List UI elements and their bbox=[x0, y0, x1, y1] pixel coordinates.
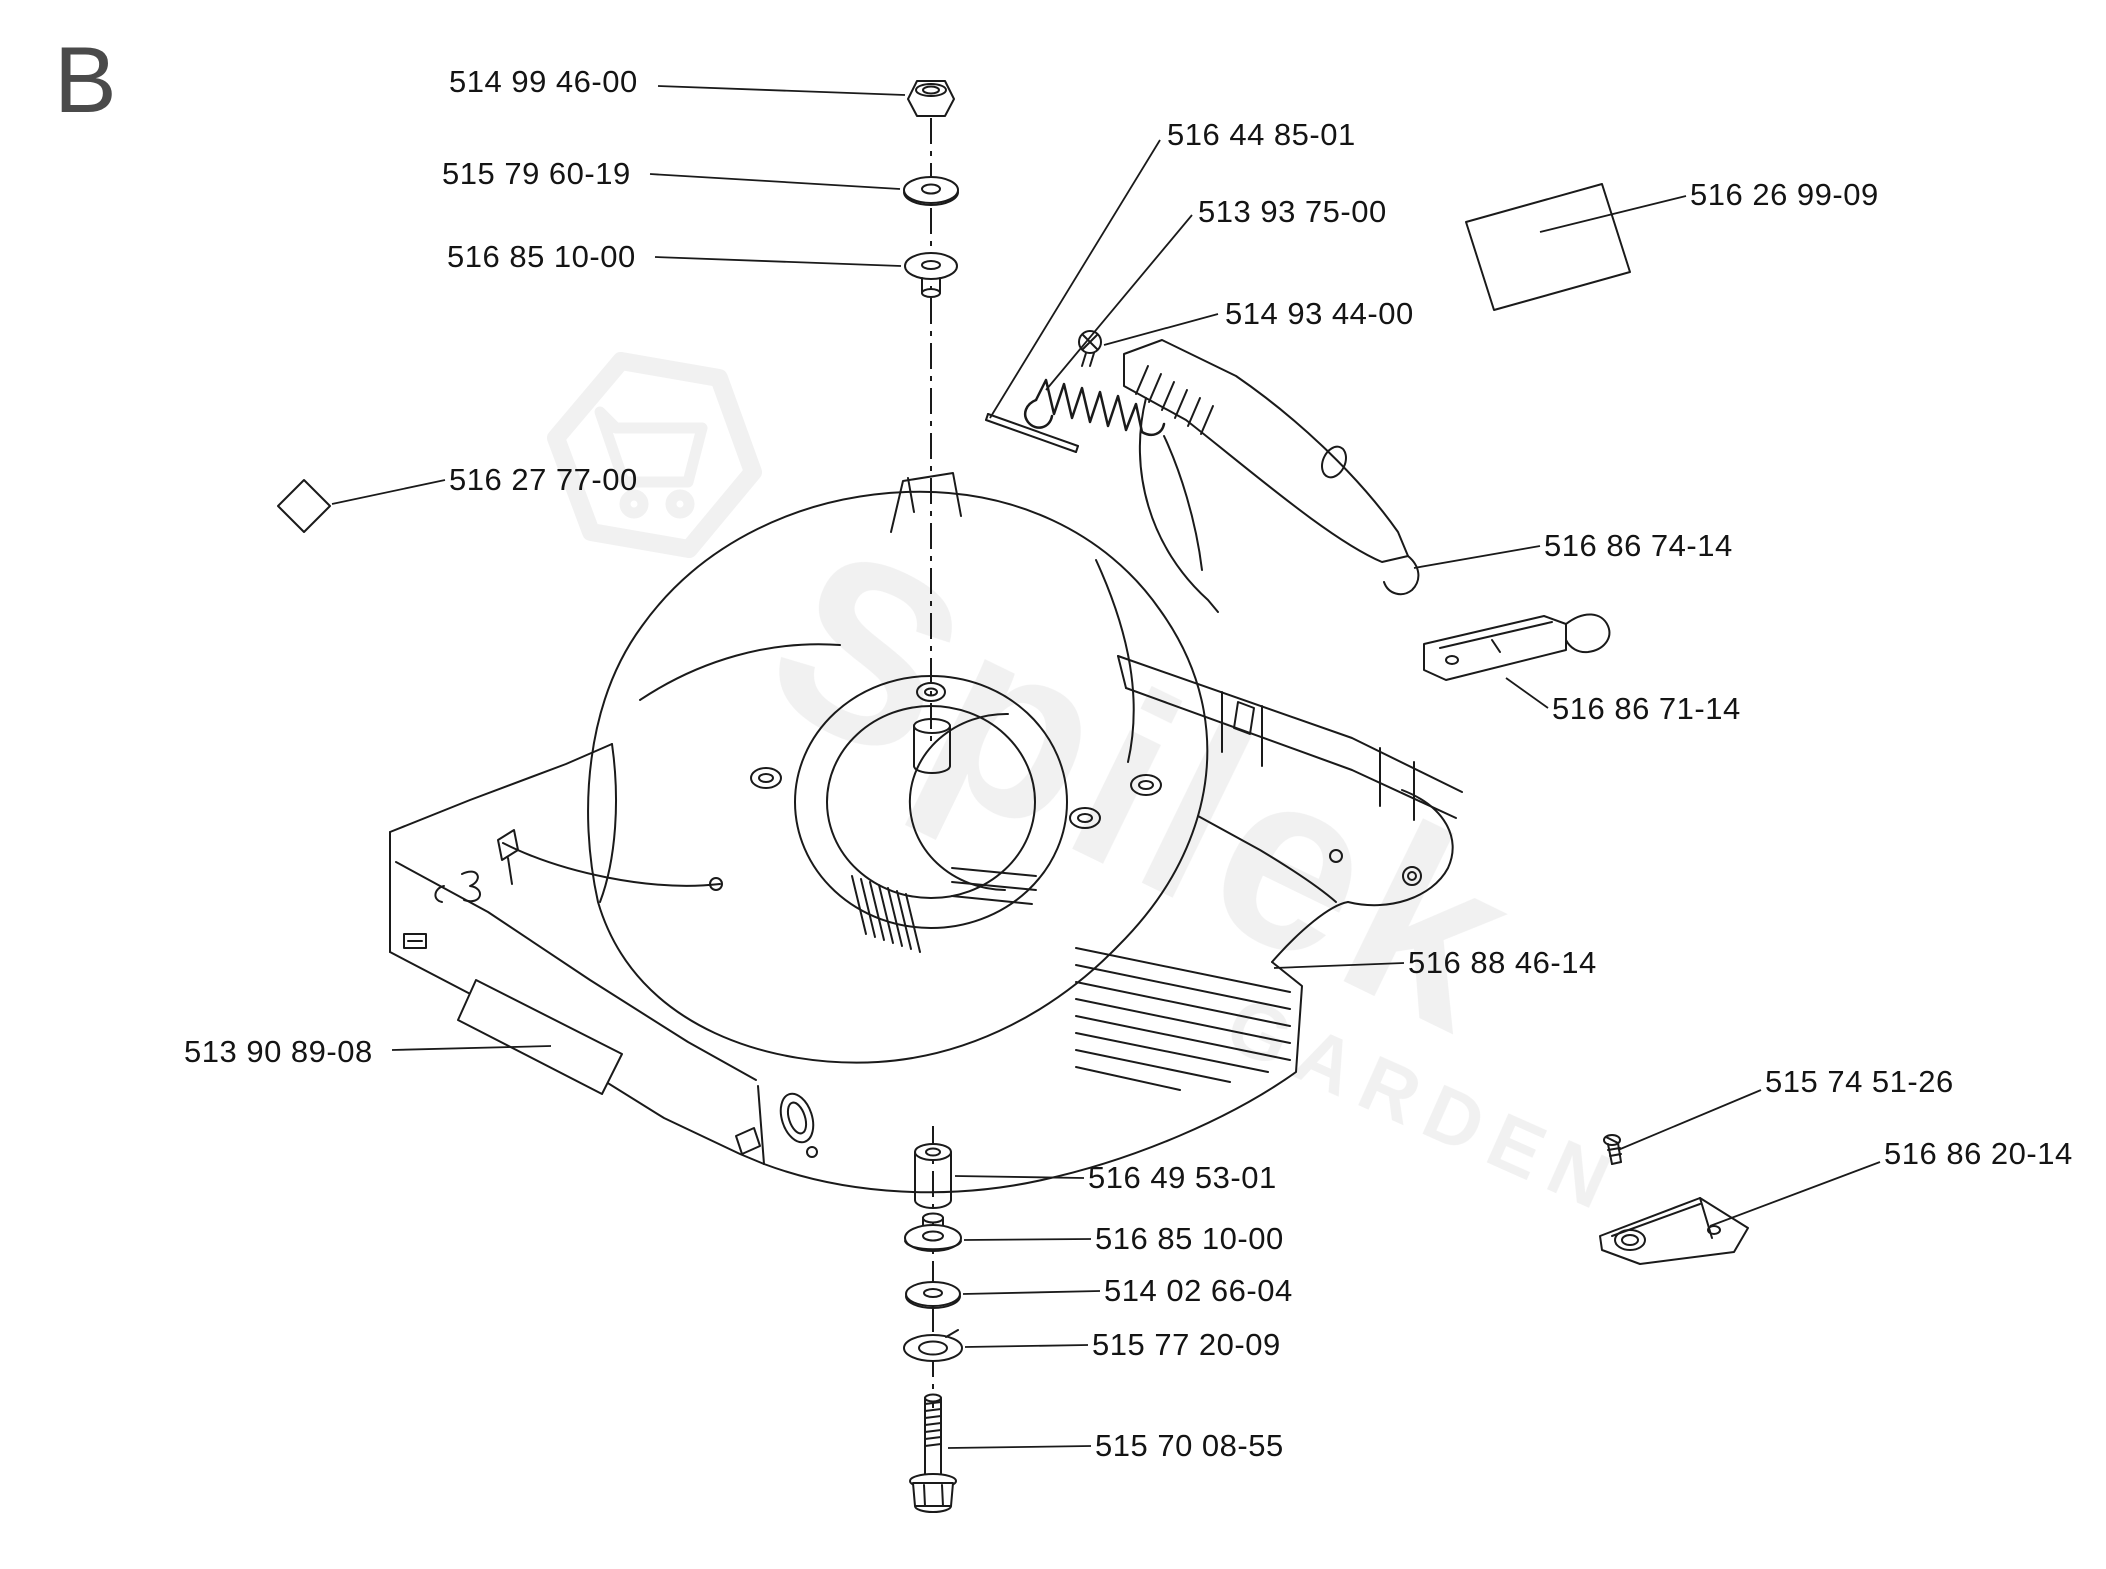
leader-516-86-71-14 bbox=[1505, 677, 1549, 709]
lever-end-hook bbox=[1383, 555, 1420, 596]
leader-514-99-46-00 bbox=[657, 85, 906, 96]
spring-drawing bbox=[1024, 378, 1166, 436]
chamber-rib-hatching bbox=[851, 867, 1037, 953]
flat-washer-bottom-drawing bbox=[905, 1281, 961, 1309]
leader-516-86-20-14 bbox=[1709, 1161, 1881, 1227]
hex-nut-drawing bbox=[907, 80, 955, 117]
part-label-514-99-46-00: 514 99 46-00 bbox=[449, 64, 638, 99]
deck-rear-frame bbox=[1117, 655, 1463, 963]
part-label-515-70-08-55: 515 70 08-55 bbox=[1095, 1428, 1284, 1463]
leader-516-27-77-00 bbox=[331, 479, 446, 505]
leader-515-74-51-26 bbox=[1617, 1089, 1762, 1151]
leader-516-88-46-14 bbox=[1273, 962, 1405, 969]
leader-514-02-66-04 bbox=[962, 1290, 1101, 1295]
diamond-decal-drawing bbox=[277, 479, 331, 533]
lever-oval-hole bbox=[1321, 445, 1347, 479]
leader-lines bbox=[331, 85, 1881, 1449]
bolt-drawing bbox=[909, 1393, 957, 1513]
rubber-grommet-bottom-drawing bbox=[904, 1212, 962, 1252]
leader-515-77-20-09 bbox=[964, 1344, 1089, 1348]
blade-chamber bbox=[502, 675, 1162, 953]
leader-516-26-99-09 bbox=[1539, 195, 1687, 233]
part-label-514-02-66-04: 514 02 66-04 bbox=[1104, 1273, 1293, 1308]
part-label-514-93-44-00: 514 93 44-00 bbox=[1225, 296, 1414, 331]
spacer-sleeve-drawing bbox=[914, 1143, 952, 1209]
leader-515-79-60-19 bbox=[649, 173, 901, 190]
part-label-516-85-10-00-top: 516 85 10-00 bbox=[447, 239, 636, 274]
small-screw-drawing bbox=[1603, 1134, 1622, 1165]
handle-lever-assembly bbox=[985, 330, 1420, 613]
watermark: Spilek GARDEN bbox=[547, 352, 1635, 1231]
deck-rear-skirt bbox=[763, 947, 1303, 1194]
part-label-516-85-10-00-bottom: 516 85 10-00 bbox=[1095, 1221, 1284, 1256]
leader-514-93-44-00 bbox=[1103, 313, 1219, 346]
deck-front-apron bbox=[389, 743, 765, 1165]
part-label-515-77-20-09: 515 77 20-09 bbox=[1092, 1327, 1281, 1362]
deck-bottom-details bbox=[735, 1092, 818, 1158]
part-label-516-86-20-14: 516 86 20-14 bbox=[1884, 1136, 2073, 1171]
part-label-513-90-89-08: 513 90 89-08 bbox=[184, 1034, 373, 1069]
watermark-cart-logo bbox=[547, 352, 762, 558]
rubber-grommet-top-drawing bbox=[904, 252, 958, 298]
leader-515-70-08-55 bbox=[947, 1445, 1092, 1449]
section-label: B bbox=[54, 27, 117, 132]
part-label-516-86-74-14: 516 86 74-14 bbox=[1544, 528, 1733, 563]
leader-516-85-10-00-top bbox=[654, 256, 902, 267]
part-label-513-93-75-00: 513 93 75-00 bbox=[1198, 194, 1387, 229]
part-label-515-74-51-26: 515 74 51-26 bbox=[1765, 1064, 1954, 1099]
pivot-rod-drawing bbox=[985, 413, 1079, 453]
decal-sticker-drawing bbox=[1465, 183, 1631, 311]
part-label-516-26-99-09: 516 26 99-09 bbox=[1690, 177, 1879, 212]
deck-bolt-holes bbox=[750, 682, 1162, 829]
leader-513-93-75-00 bbox=[1045, 214, 1193, 391]
part-label-516-49-53-01: 516 49 53-01 bbox=[1088, 1160, 1277, 1195]
deck-front-sticker bbox=[457, 979, 623, 1095]
loose-parts bbox=[277, 80, 1749, 1513]
corner-bracket-drawing bbox=[1599, 1197, 1749, 1265]
leader-516-44-85-01 bbox=[989, 139, 1161, 419]
flat-washer-top-drawing bbox=[903, 176, 959, 206]
clamp-bracket-drawing bbox=[1423, 613, 1611, 681]
lock-washer-drawing bbox=[903, 1329, 963, 1362]
leader-516-85-10-00-bottom bbox=[963, 1238, 1092, 1241]
part-label-516-86-71-14: 516 86 71-14 bbox=[1552, 691, 1741, 726]
part-label-516-44-85-01: 516 44 85-01 bbox=[1167, 117, 1356, 152]
leader-516-86-74-14 bbox=[1413, 545, 1541, 569]
linkage-wires bbox=[1138, 397, 1219, 613]
part-label-516-27-77-00: 516 27 77-00 bbox=[449, 462, 638, 497]
mower-deck-drawing bbox=[389, 472, 1463, 1194]
screw-drawing bbox=[1078, 330, 1102, 367]
lever-drawing bbox=[1123, 339, 1420, 596]
leader-516-49-53-01 bbox=[954, 1175, 1085, 1179]
leader-513-90-89-08 bbox=[391, 1045, 552, 1051]
part-label-515-79-60-19: 515 79 60-19 bbox=[442, 156, 631, 191]
part-label-516-88-46-14: 516 88 46-14 bbox=[1408, 945, 1597, 980]
